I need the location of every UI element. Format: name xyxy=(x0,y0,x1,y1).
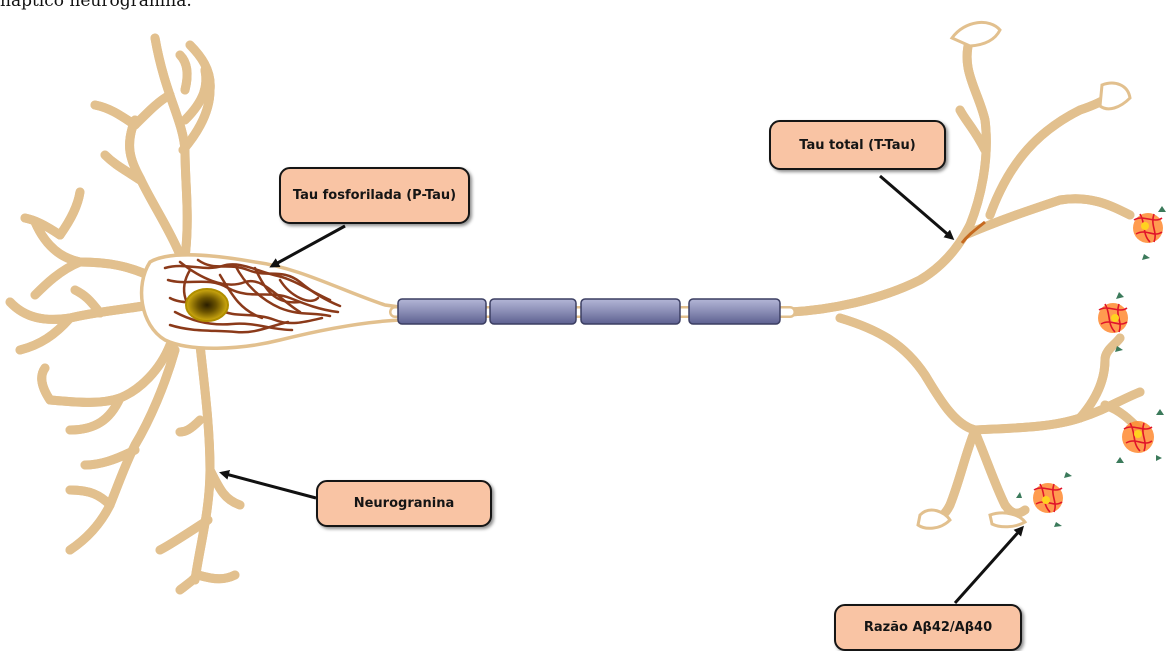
arrow-t-tau xyxy=(880,176,952,238)
amyloid-plaque xyxy=(1016,472,1072,527)
arrow-p-tau xyxy=(272,226,345,266)
label-p-tau: Tau fosforilada (P-Tau) xyxy=(279,167,470,224)
arrow-ab-ratio xyxy=(955,528,1022,603)
pointer-arrows xyxy=(222,176,1022,603)
label-t-tau: Tau total (T-Tau) xyxy=(769,120,946,170)
myelin-segment xyxy=(490,299,576,324)
nucleus xyxy=(186,289,228,321)
myelin-segment xyxy=(689,299,780,324)
myelin-sheath xyxy=(398,299,780,324)
myelin-segment xyxy=(398,299,486,324)
label-neurogranin: Neurogranina xyxy=(316,480,492,527)
terminal-bulb xyxy=(1100,83,1130,109)
myelin-segment xyxy=(581,299,680,324)
terminal-bulb xyxy=(952,22,1000,46)
arrow-neurogranin xyxy=(222,473,316,498)
label-ab-ratio: Razão Aβ42/Aβ40 xyxy=(834,604,1022,651)
amyloid-plaque xyxy=(1133,206,1166,260)
amyloid-plaques xyxy=(1016,206,1166,527)
